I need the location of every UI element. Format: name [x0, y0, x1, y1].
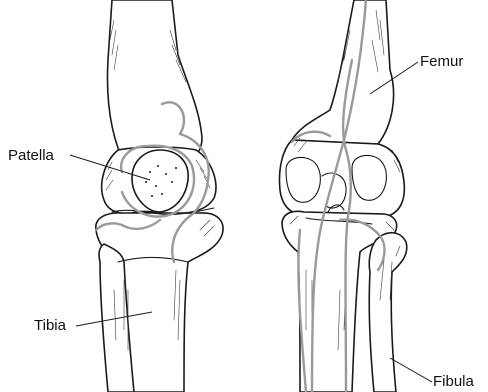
fibula-label: Fibula: [433, 373, 475, 390]
patella-label: Patella: [8, 147, 55, 164]
anterior-knee-view: [96, 0, 223, 392]
label-fibula: Fibula: [390, 358, 475, 390]
anterior-femur: [107, 0, 202, 163]
fibula-leader: [390, 358, 432, 382]
posterior-knee-view: [280, 0, 407, 392]
femur-label: Femur: [420, 53, 463, 70]
tibia-label: Tibia: [34, 317, 67, 334]
posterior-fibula: [369, 233, 407, 392]
